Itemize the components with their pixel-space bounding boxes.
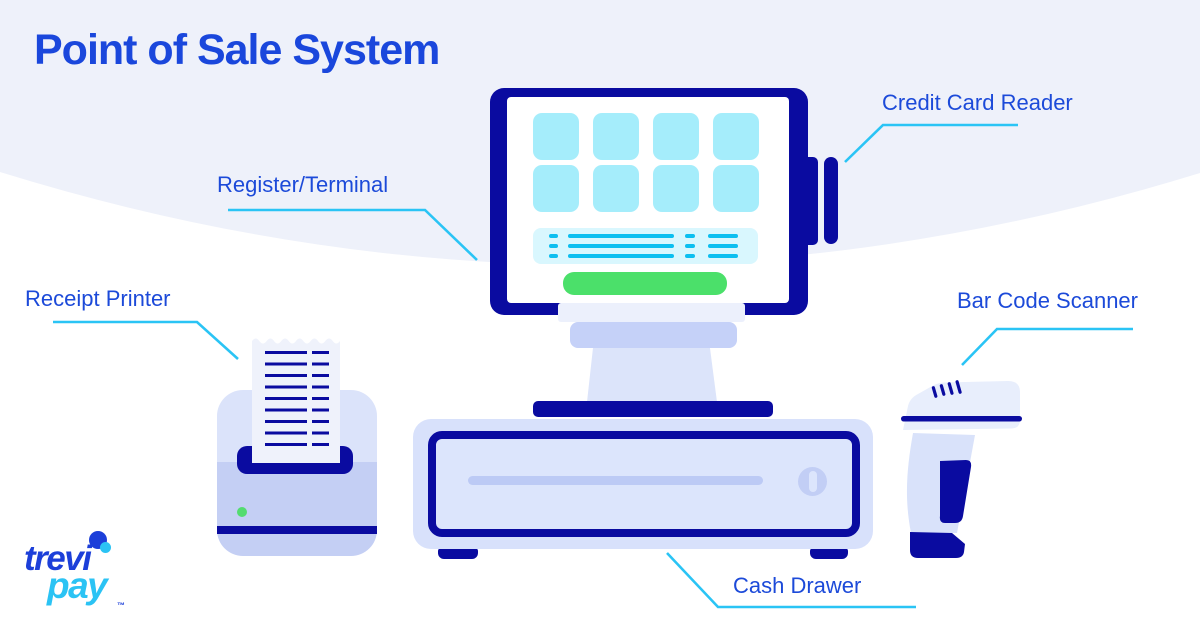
screen-action-button (563, 272, 727, 295)
trademark-symbol: ™ (117, 601, 125, 610)
app-tile (713, 113, 759, 160)
cash-drawer-handle-slot (468, 476, 763, 485)
app-tile (653, 113, 699, 160)
receipt-line-row (549, 234, 742, 238)
monitor-stand-column (587, 348, 717, 402)
scanner-scan-line (901, 416, 1022, 422)
app-tile (653, 165, 699, 212)
receipt-line-row (549, 254, 742, 258)
printer-stripe (217, 526, 377, 534)
app-tile (533, 165, 579, 212)
app-tile (593, 113, 639, 160)
page-title: Point of Sale System (34, 26, 440, 74)
app-tile (593, 165, 639, 212)
label-barcode-scanner: Bar Code Scanner (957, 288, 1138, 313)
receipt-text-lines (265, 351, 307, 449)
scanner-grill-ticks (931, 380, 962, 398)
label-receipt-printer: Receipt Printer (25, 286, 171, 311)
app-tile (713, 165, 759, 212)
label-credit-card-reader: Credit Card Reader (882, 90, 1073, 115)
label-register-terminal: Register/Terminal (217, 172, 389, 197)
drawer-foot (810, 548, 848, 559)
credit-card-reader-illustration (802, 157, 818, 245)
trevipay-logo-trevi: trevi (24, 539, 92, 578)
receipt-text-lines (312, 351, 329, 449)
credit-card-reader-slot (824, 157, 838, 244)
receipt-line-row (549, 244, 742, 248)
monitor-neck (558, 303, 745, 322)
monitor-stand-middle (570, 322, 737, 348)
trevipay-logo-pay: pay (47, 565, 108, 606)
drawer-foot (438, 548, 478, 559)
label-cash-drawer: Cash Drawer (733, 573, 862, 598)
monitor-stand-base (533, 401, 773, 417)
trevipay-logo-dot-small (100, 542, 111, 553)
cash-drawer-keyhole (809, 471, 817, 492)
barcode-scanner-illustration (901, 380, 1022, 558)
screen-receipt-panel (533, 228, 758, 264)
printer-power-led (237, 507, 247, 517)
app-tile (533, 113, 579, 160)
